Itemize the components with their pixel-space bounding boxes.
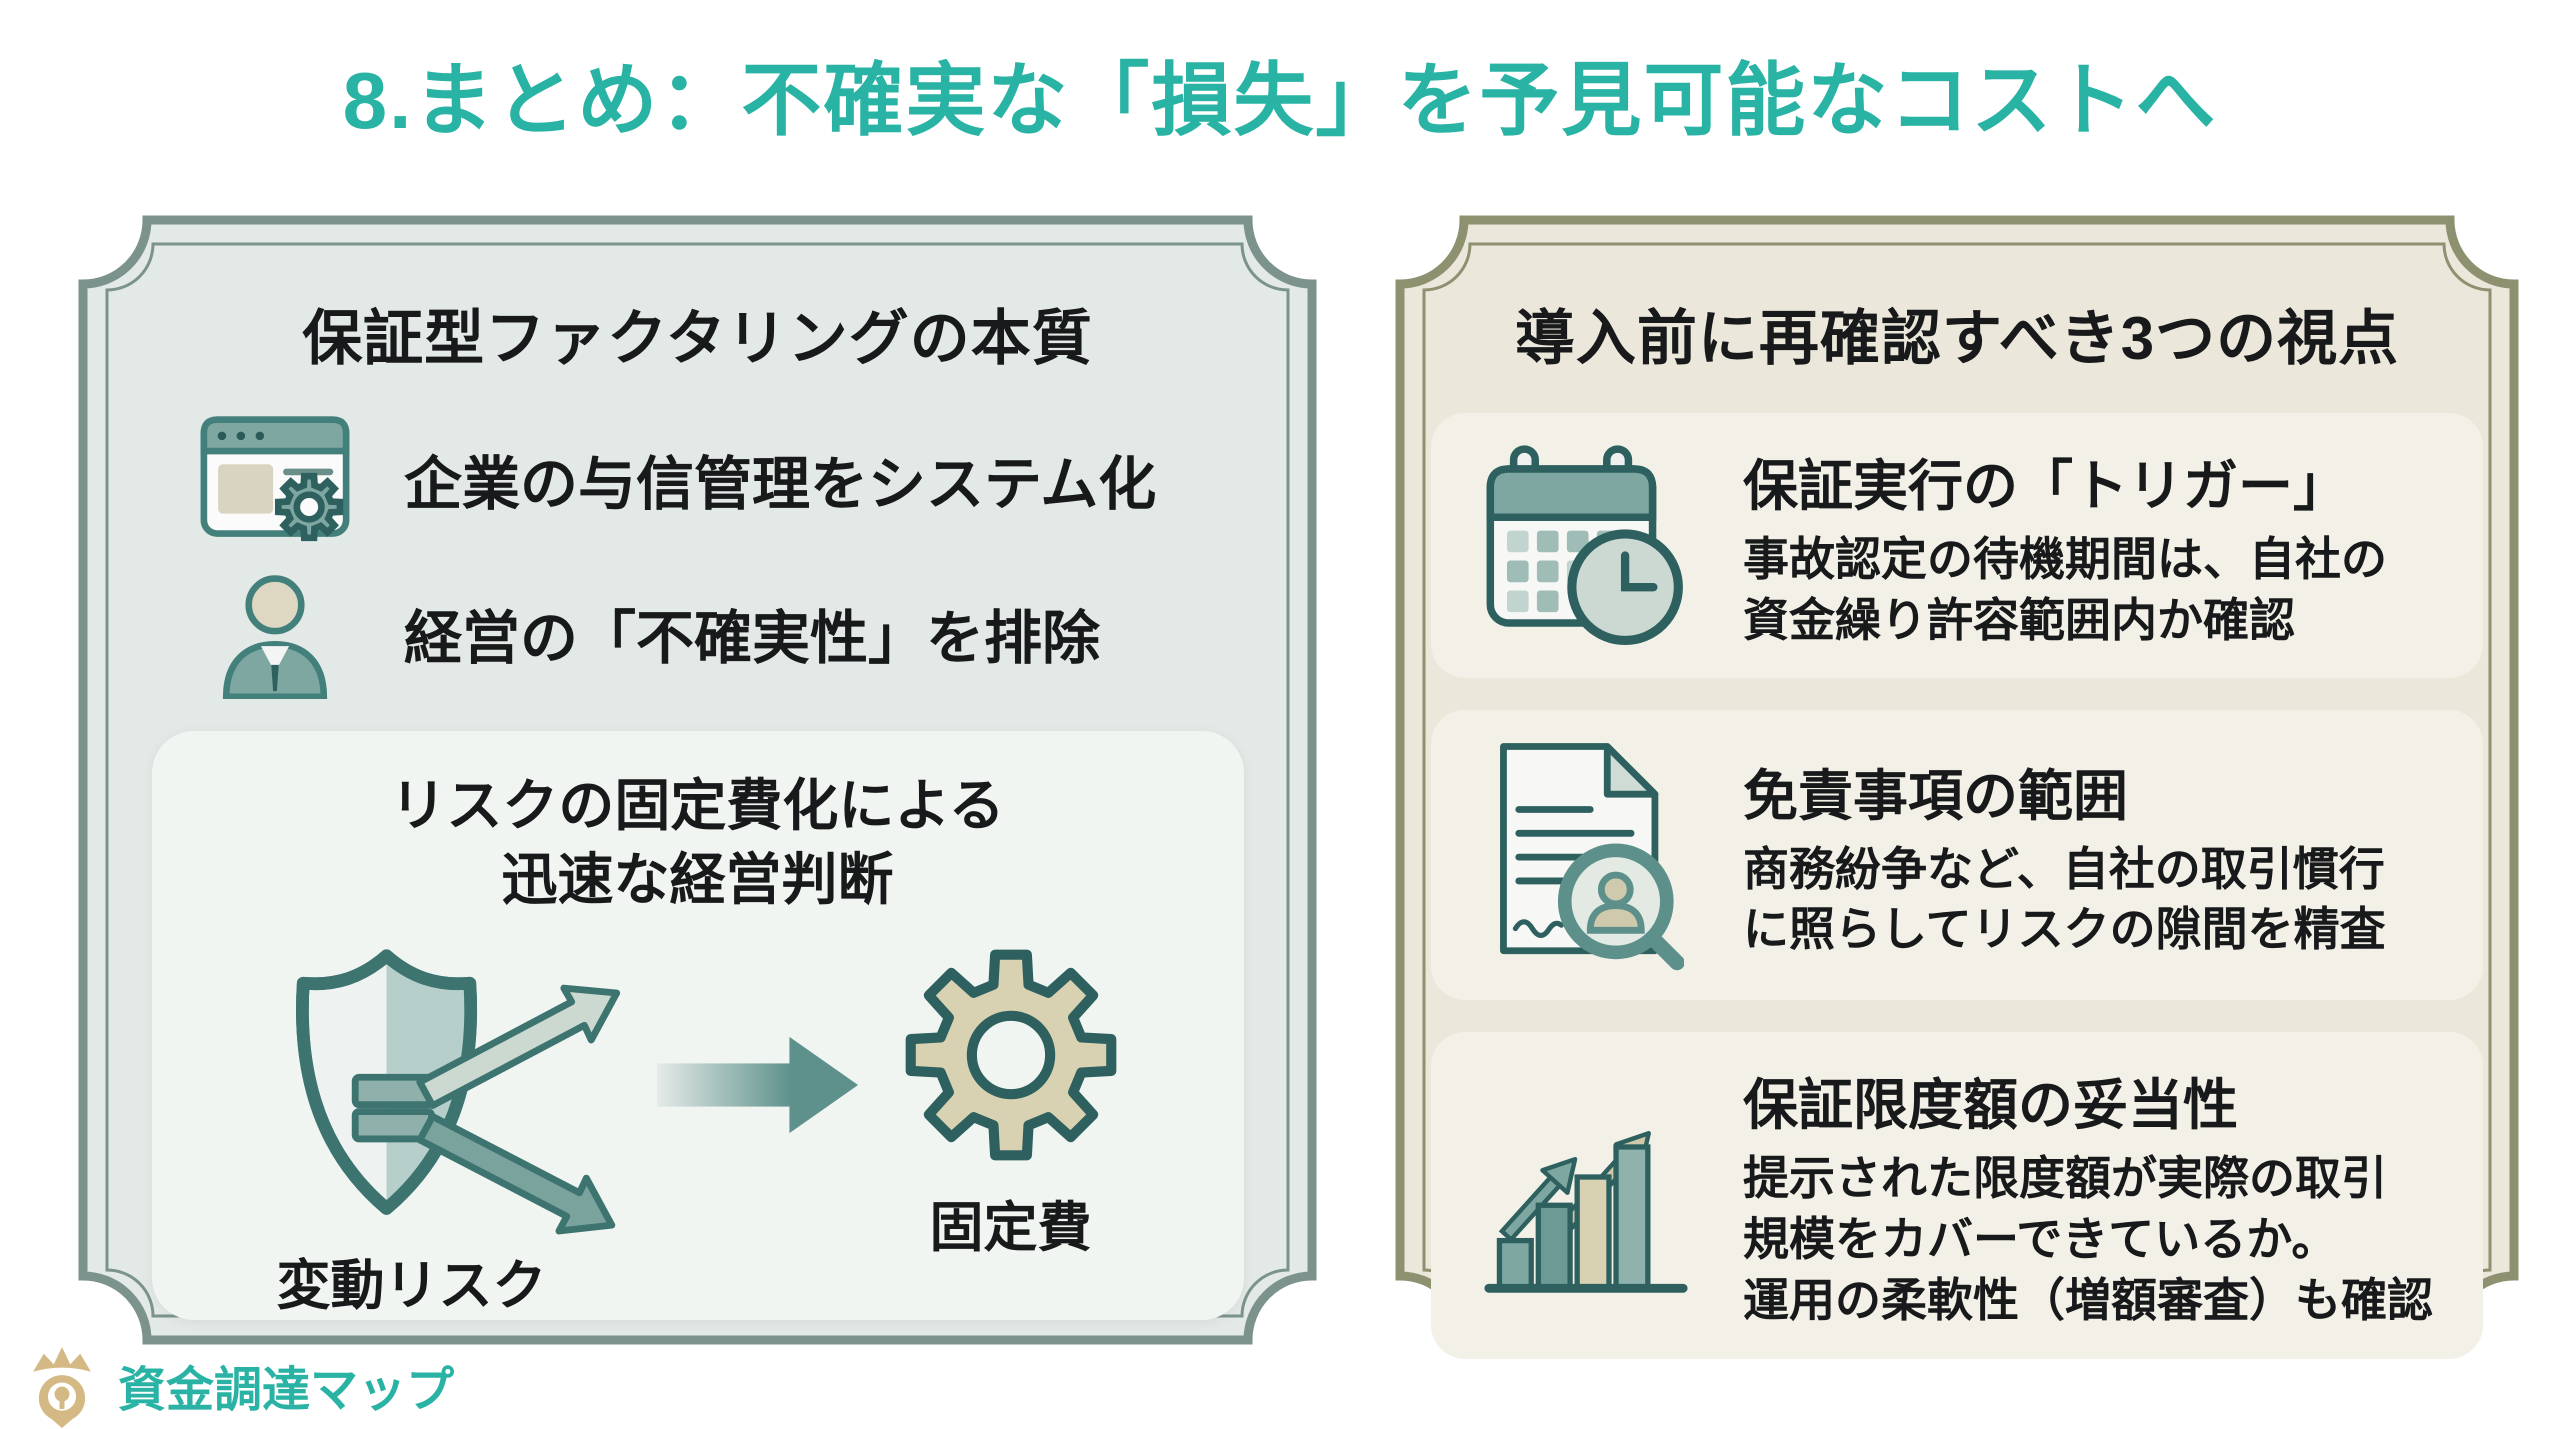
checkpoint-card-list: 保証実行の「トリガー」 事故認定の待機期間は、自社の 資金繰り許容範囲内か確認 — [1431, 413, 2483, 1359]
card-body: 事故認定の待機期間は、自社の 資金繰り許容範囲内か確認 — [1743, 529, 2387, 650]
crown-pin-logo-icon — [33, 1346, 91, 1428]
card-guarantee-trigger: 保証実行の「トリガー」 事故認定の待機期間は、自社の 資金繰り許容範囲内か確認 — [1431, 413, 2483, 679]
left-panel-heading: 保証型ファクタリングの本質 — [302, 305, 1093, 372]
card-body-line: 資金繰り許容範囲内か確認 — [1743, 593, 2295, 646]
fixed-cost-label: 固定費 — [929, 1197, 1092, 1258]
bar-chart-growth-icon — [1471, 1092, 1701, 1300]
card-title: 保証限度額の妥当性 — [1743, 1074, 2239, 1137]
card-body-line: に照らしてリスクの隙間を精査 — [1743, 903, 2386, 956]
brand-logo: 資金調達マップ — [16, 1342, 454, 1428]
highlight-title-line2: 迅速な経営判断 — [501, 847, 894, 911]
card-body: 提示された限度額が実際の取引 規模をカバーできているか。 運用の柔軟性（増額審査… — [1743, 1148, 2433, 1330]
bullet-label: 経営の「不確実性」を排除 — [404, 606, 1101, 671]
left-bullet-list: 企業の与信管理をシステム化 経営の「不確実性」を排除 — [197, 415, 1156, 699]
card-body-line: 商務紛争など、自社の取引慣行 — [1743, 842, 2385, 895]
highlight-title: リスクの固定費化による 迅速な経営判断 — [390, 769, 1004, 917]
businessperson-icon — [197, 569, 352, 699]
left-panel: 保証型ファクタリングの本質 企業の与信管理をシステム化 — [75, 212, 1320, 1348]
highlight-title-line1: リスクの固定費化による — [390, 774, 1005, 837]
right-panel-heading: 導入前に再確認すべき3つの視点 — [1514, 305, 2400, 372]
brand-name: 資金調達マップ — [118, 1364, 455, 1417]
card-title: 免責事項の範囲 — [1743, 764, 2129, 827]
card-body-line: 規模をカバーできているか。 — [1743, 1213, 2338, 1266]
calendar-clock-icon — [1471, 444, 1701, 648]
bullet-remove-uncertainty: 経営の「不確実性」を排除 — [197, 569, 1156, 699]
shield-arrows-icon — [295, 949, 620, 1235]
card-title: 保証実行の「トリガー」 — [1743, 455, 2349, 517]
card-guarantee-limit: 保証限度額の妥当性 提示された限度額が実際の取引 規模をカバーできているか。 運… — [1431, 1032, 2483, 1359]
risk-to-fixed-cost-box: リスクの固定費化による 迅速な経営判断 変動リスク — [151, 731, 1244, 1320]
bullet-credit-system: 企業の与信管理をシステム化 — [197, 415, 1156, 543]
card-body: 商務紛争など、自社の取引慣行 に照らしてリスクの隙間を精査 — [1743, 839, 2386, 960]
right-arrow-icon — [656, 1036, 858, 1133]
browser-gear-icon — [197, 415, 352, 543]
variable-risk-label: 変動リスク — [276, 1255, 547, 1316]
card-exemption-scope: 免責事項の範囲 商務紛争など、自社の取引慣行 に照らしてリスクの隙間を精査 — [1431, 710, 2483, 1001]
card-body-line: 提示された限度額が実際の取引 — [1743, 1152, 2387, 1205]
card-body-line: 事故認定の待機期間は、自社の — [1743, 533, 2387, 585]
card-body-line: 運用の柔軟性（増額審査）も確認 — [1743, 1273, 2433, 1326]
risk-transform-diagram: 変動リスク 固定費 — [269, 939, 1127, 1320]
gear-icon — [895, 939, 1127, 1171]
page-title: 8.まとめ：不確実な「損失」を予見可能なコストへ — [342, 56, 2218, 145]
right-panel: 導入前に再確認すべき3つの視点 — [1392, 212, 2522, 1359]
document-magnifier-icon — [1471, 738, 1701, 972]
bullet-label: 企業の与信管理をシステム化 — [404, 452, 1157, 517]
